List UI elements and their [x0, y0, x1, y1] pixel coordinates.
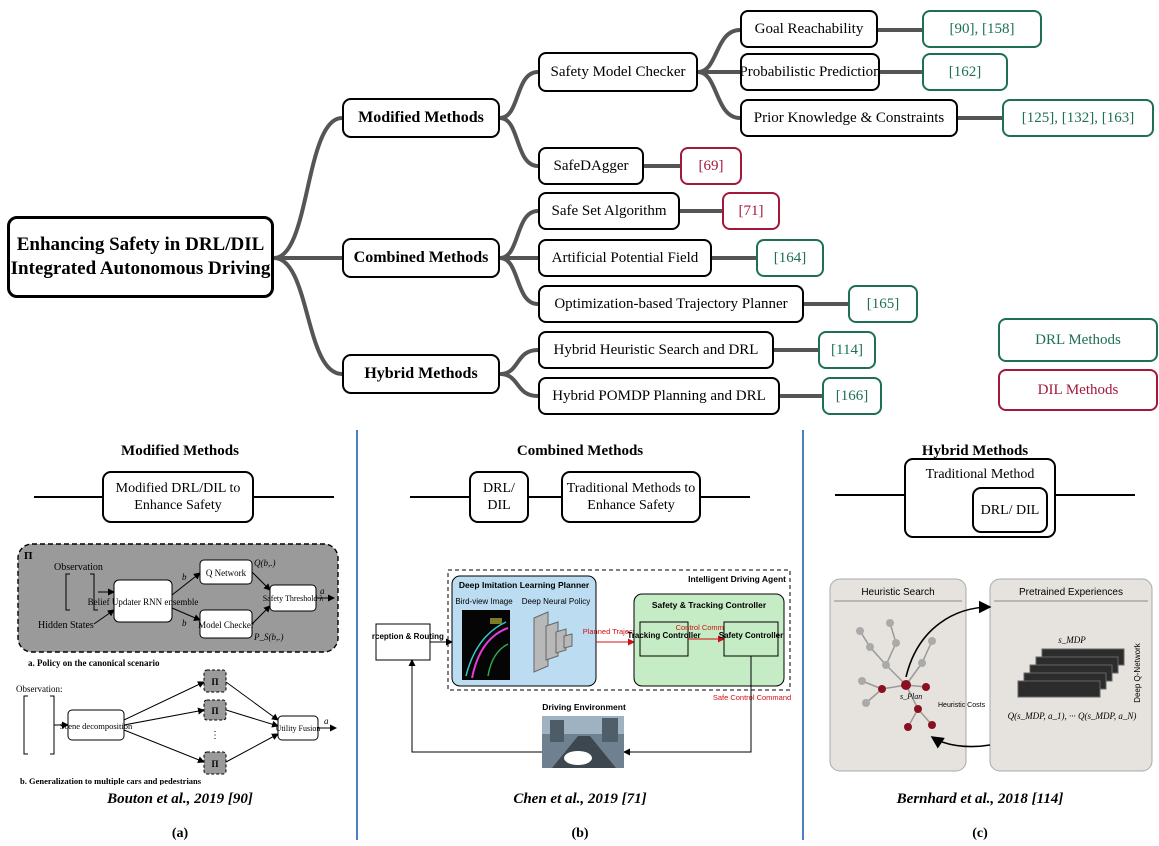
agent-dashed-box	[447, 569, 791, 691]
control-command-label: Control Command	[676, 623, 737, 632]
tracking-controller-label: Tracking Controller	[627, 631, 700, 640]
policy-block	[17, 543, 339, 653]
leaf-safety-model-checker: Safety Model Checker	[538, 52, 698, 92]
leaf-safedagger: SafeDAgger	[538, 147, 644, 185]
deep-neural-policy-label: Deep Neural Policy	[522, 597, 590, 606]
ref-optimization: [165]	[848, 285, 918, 323]
svg-text:Π: Π	[211, 677, 218, 687]
caption-a: a. Policy on the canonical scenario	[28, 658, 160, 668]
neural-network-icon	[533, 611, 573, 673]
panel-b-figure: Intelligent Driving Agent Deep Imitation…	[372, 569, 791, 768]
pi-box-1	[203, 669, 227, 693]
hidden-states-label: Hidden States	[38, 620, 94, 631]
perception-routing-label: Perception & Routing	[372, 632, 444, 641]
leaf-hybrid-pomdp-planning: Hybrid POMDP Planning and DRL	[538, 377, 780, 415]
safety-threshold-label: Safety Threshold λ	[263, 594, 324, 603]
ref-hybrid-heuristic: [114]	[818, 331, 876, 369]
model-checker-label: Model Checker	[198, 620, 254, 630]
safety-tracking-controller-box	[633, 593, 785, 687]
panel-c-schema-inner: DRL/ DIL	[972, 487, 1048, 533]
ellipsis: ⋮	[210, 730, 220, 741]
leaf-probabilistic-prediction: Probabilistic Prediction	[739, 53, 881, 91]
safety-tracking-controller-label: Safety & Tracking Controller	[652, 600, 767, 610]
heuristic-search-panel	[829, 578, 967, 772]
panel-b-schema-box-traditional: Traditional Methods to Enhance Safety	[561, 471, 701, 523]
q-network-stack	[1017, 648, 1125, 698]
q-formula-label: Q(s_MDP, a_1), ··· Q(s_MDP, a_N)	[1008, 711, 1137, 721]
panel-a-label: (a)	[171, 826, 189, 841]
svg-text:Π: Π	[211, 706, 218, 716]
ref-prior-knowledge: [125], [132], [163]	[1002, 99, 1154, 137]
b-label-top: b	[182, 572, 187, 582]
planned-trajectory-label: Planned Trajectory	[583, 627, 646, 636]
panel-a-citation: Bouton et al., 2019 [90]	[107, 791, 253, 807]
legend-dil-methods: DIL Methods	[998, 369, 1158, 411]
panel-b-label: (b)	[571, 826, 589, 841]
q-output-label: Q(b,.)	[254, 558, 276, 568]
belief-updater-label: Belief Updater RNN ensemble	[88, 597, 199, 607]
category-modified-methods: Modified Methods	[342, 98, 500, 138]
taxonomy-connectors	[272, 28, 1004, 398]
s-plan-label: s_Plan	[900, 692, 922, 701]
tracking-controller-box	[639, 621, 689, 657]
category-hybrid-methods: Hybrid Methods	[342, 354, 500, 394]
svg-text:a: a	[324, 716, 329, 726]
deep-q-network-label: Deep Q-Network	[1133, 642, 1142, 703]
b-label-bottom: b	[182, 618, 187, 628]
dil-planner-label: Deep Imitation Learning Planner	[459, 580, 590, 590]
panel-c-label: (c)	[972, 826, 988, 841]
ref-safe-set: [71]	[722, 192, 780, 230]
perception-routing-box	[375, 623, 431, 661]
q-network-label: Q Network	[206, 568, 247, 578]
panel-b-title: Combined Methods	[516, 443, 644, 459]
panel-a-title: Modified Methods	[121, 443, 239, 459]
leaf-goal-reachability: Goal Reachability	[740, 10, 878, 48]
leaf-safe-set-algorithm: Safe Set Algorithm	[538, 192, 680, 230]
ref-apf: [164]	[756, 239, 824, 277]
driving-environment-label: Driving Environment	[542, 702, 626, 712]
leaf-hybrid-heuristic-search: Hybrid Heuristic Search and DRL	[538, 331, 774, 369]
observation-label: Observation	[54, 562, 103, 573]
panel-a-schema-box: Modified DRL/DIL to Enhance Safety	[102, 471, 254, 523]
safety-controller-box	[723, 621, 779, 657]
utility-fusion-label: Utility Fusion	[276, 724, 321, 733]
svg-text:Π: Π	[211, 759, 218, 769]
panel-c-figure: Heuristic Search Pretrained Experiences …	[829, 578, 1153, 772]
panel-separator-left	[356, 430, 358, 840]
leaf-prior-knowledge: Prior Knowledge & Constraints	[740, 99, 958, 137]
s-mdp-label: s_MDP	[1058, 635, 1086, 645]
panel-a-figure: Π Observation Hidden States Belief Updat…	[16, 543, 339, 785]
pi-box-n	[203, 751, 227, 775]
pi-label: Π	[24, 550, 33, 562]
panel-separator-right	[802, 430, 804, 840]
leaf-optimization-trajectory-planner: Optimization-based Trajectory Planner	[538, 285, 804, 323]
alpha-label: a	[320, 586, 325, 596]
panel-c-citation: Bernhard et al., 2018 [114]	[896, 791, 1064, 807]
ps-output-label: P_S(b,.)	[253, 632, 284, 642]
leaf-artificial-potential-field: Artificial Potential Field	[538, 239, 712, 277]
safety-controller-label: Safety Controller	[719, 631, 783, 640]
safe-control-command-label: Safe Control Command	[713, 693, 791, 702]
observation2-label: Observation:	[16, 684, 63, 694]
panel-b-schema-box-drl: DRL/ DIL	[469, 471, 529, 523]
agent-label: Intelligent Driving Agent	[688, 574, 786, 584]
heuristic-costs-label: Heuristic Costs	[938, 702, 986, 709]
legend-drl-methods: DRL Methods	[998, 318, 1158, 362]
category-combined-methods: Combined Methods	[342, 238, 500, 278]
ref-probabilistic-prediction: [162]	[922, 53, 1008, 91]
panel-c-title: Hybrid Methods	[921, 443, 1029, 459]
ref-safedagger: [69]	[680, 147, 742, 185]
pretrained-experiences-label: Pretrained Experiences	[1019, 587, 1123, 598]
caption-b: b. Generalization to multiple cars and p…	[20, 776, 202, 785]
heuristic-search-label: Heuristic Search	[861, 587, 934, 598]
ref-goal-reachability: [90], [158]	[922, 10, 1042, 48]
belief-updater-box	[113, 579, 173, 623]
panel-b-citation: Chen et al., 2019 [71]	[513, 791, 647, 807]
ref-hybrid-pomdp: [166]	[822, 377, 882, 415]
bird-view-label: Bird-view Image	[455, 597, 513, 606]
scene-decomposition-label: Scene decomposition	[60, 721, 133, 731]
root-node: Enhancing Safety in DRL/DIL Integrated A…	[7, 216, 274, 298]
